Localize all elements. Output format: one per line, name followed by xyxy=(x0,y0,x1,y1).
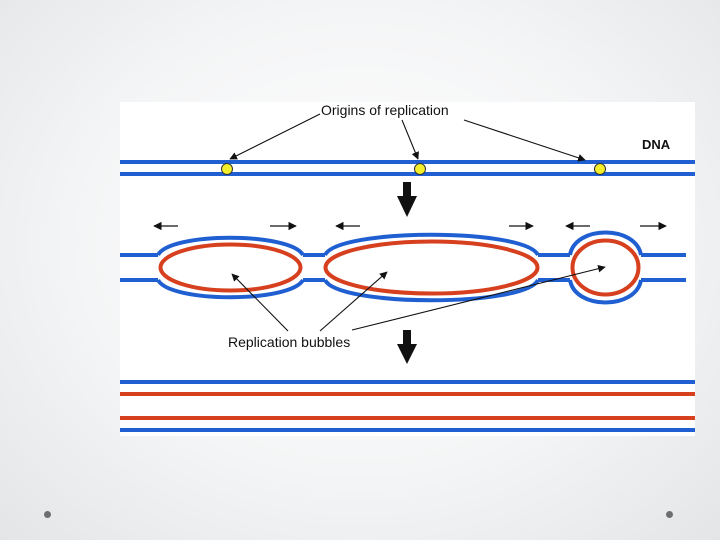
stage-arrow xyxy=(397,182,417,217)
bubble-pointer-arrow xyxy=(319,271,388,332)
daughter-dna xyxy=(120,380,695,432)
bubble-pointer-arrow xyxy=(231,273,289,332)
bubble-outer-parent xyxy=(323,278,540,303)
bubble-new-strands xyxy=(158,242,303,293)
origin-marker xyxy=(221,163,233,175)
bubble-new-strands xyxy=(323,239,540,296)
bubble-outer-parent xyxy=(323,232,540,257)
bubble-stage xyxy=(120,230,686,305)
stage-arrow xyxy=(397,330,417,364)
origin-pointer-arrow xyxy=(463,119,586,162)
bubbles-label: Replication bubbles xyxy=(228,334,350,350)
bubble-outer-parent xyxy=(568,230,643,256)
figure-background xyxy=(120,102,695,436)
origins-label: Origins of replication xyxy=(321,102,449,118)
bubble-outer-parent xyxy=(156,235,305,257)
bubble-new-strands xyxy=(570,238,641,297)
origin-marker xyxy=(414,163,426,175)
bubble-outer-parent xyxy=(156,278,305,300)
bubble-pointer-arrow xyxy=(351,264,606,331)
dna-label: DNA xyxy=(642,137,671,152)
bubble-outer-parent xyxy=(568,279,643,305)
origin-pointer-arrow xyxy=(401,119,419,160)
origin-marker xyxy=(594,163,606,175)
slide-bullet-dot-right xyxy=(666,511,673,518)
origin-pointer-arrow xyxy=(229,113,321,160)
dna-replication-figure: Origins of replication DNA Replication b… xyxy=(120,102,695,436)
slide-bullet-dot-left xyxy=(44,511,51,518)
